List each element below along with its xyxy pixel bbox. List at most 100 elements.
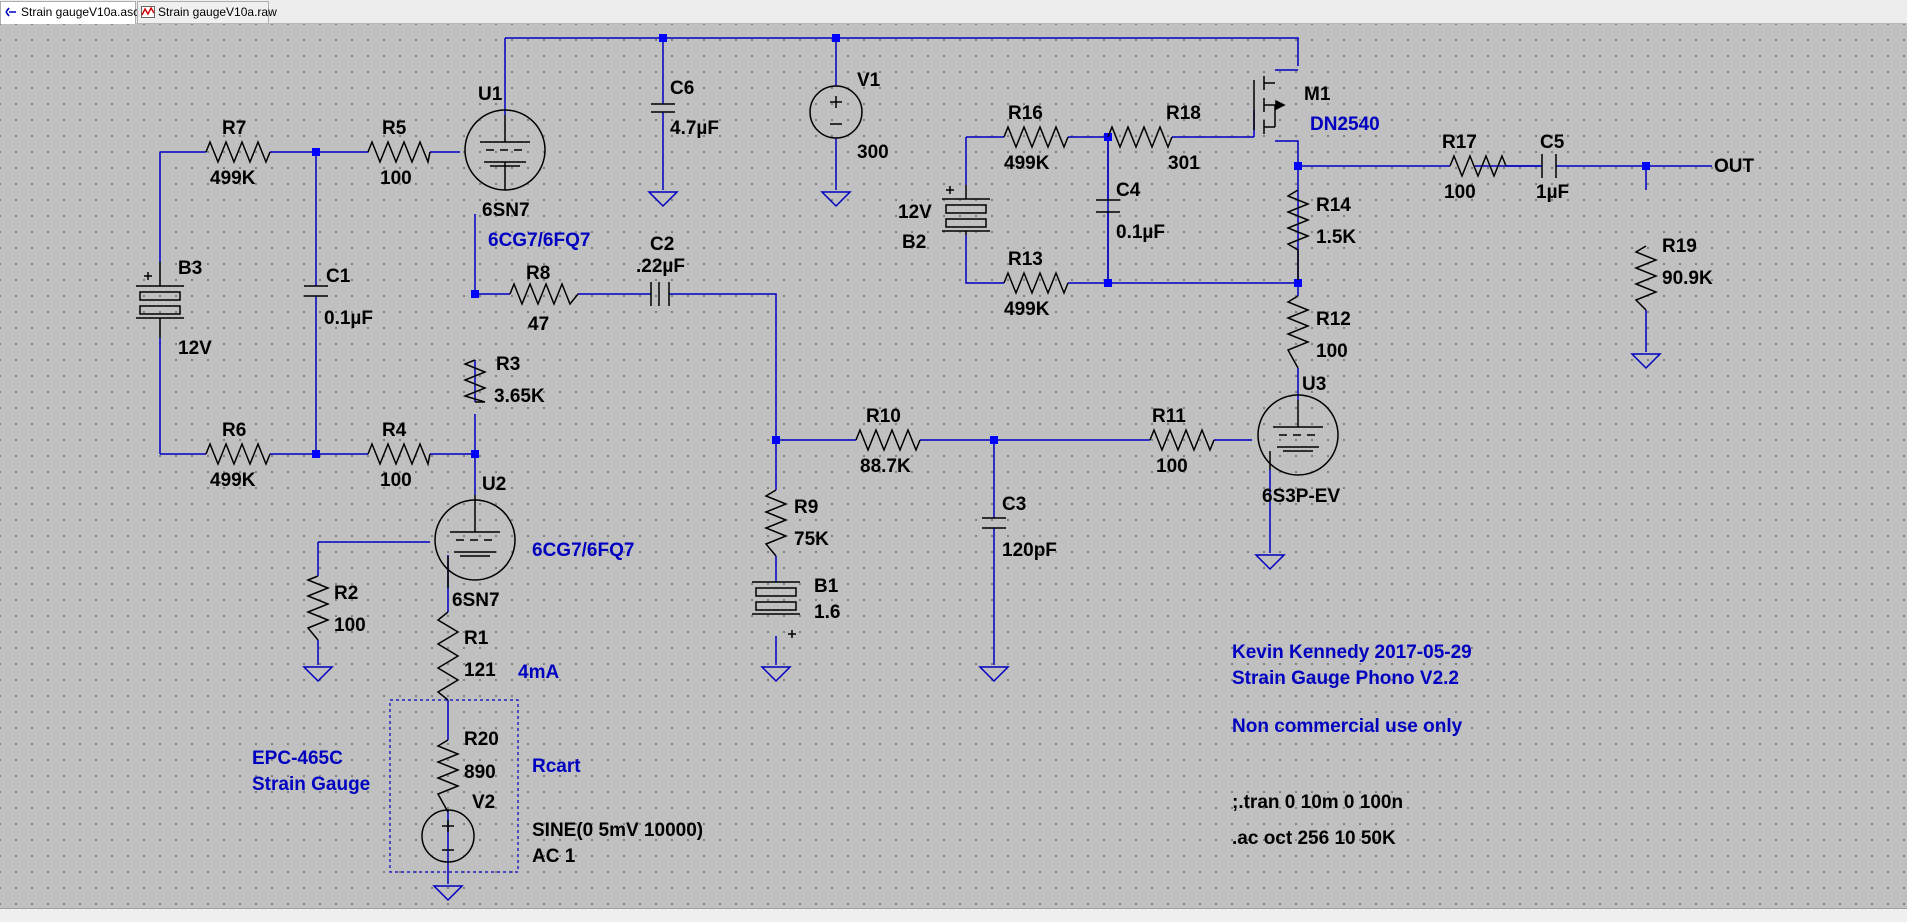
resistor-r5-symbol[interactable] <box>367 139 431 165</box>
r19-name: R19 <box>1662 236 1697 257</box>
r8-value: 47 <box>528 314 549 335</box>
tab-schematic[interactable]: Strain gaugeV10a.asc <box>0 1 140 24</box>
resistor-r10-symbol[interactable] <box>855 427 921 453</box>
r3-name: R3 <box>496 354 520 375</box>
r6-value: 499K <box>210 470 256 491</box>
r2-name: R2 <box>334 583 358 604</box>
v2-name: V2 <box>472 792 495 813</box>
u1-value: 6SN7 <box>482 200 530 221</box>
v1-name: V1 <box>857 70 881 91</box>
resistor-r11-symbol[interactable] <box>1149 427 1215 453</box>
battery-b1-symbol[interactable] <box>752 581 800 638</box>
out-net-label: OUT <box>1714 156 1755 177</box>
r6-name: R6 <box>222 420 246 441</box>
r14-value: 1.5K <box>1316 227 1356 248</box>
document-tab-bar: Strain gaugeV10a.asc Strain gaugeV10a.ra… <box>0 0 1907 24</box>
tube-u2-symbol[interactable] <box>434 495 516 588</box>
resistor-r8-symbol[interactable] <box>509 281 579 307</box>
r9-value: 75K <box>794 529 829 550</box>
r13-name: R13 <box>1008 249 1043 270</box>
r2-value: 100 <box>334 615 366 636</box>
r20-value: 890 <box>464 762 496 783</box>
r12-name: R12 <box>1316 309 1351 330</box>
capacitor-c4-symbol[interactable] <box>1096 199 1120 213</box>
u3-name: U3 <box>1302 374 1326 395</box>
capacitor-c3-symbol[interactable] <box>982 517 1006 529</box>
capacitors[interactable] <box>304 103 1557 529</box>
b2-value: 12V <box>898 202 932 223</box>
b3-value: 12V <box>178 338 212 359</box>
batteries[interactable] <box>136 185 990 638</box>
capacitor-c6-symbol[interactable] <box>651 103 675 113</box>
cartridge-box <box>389 699 519 873</box>
ac-directive: .ac oct 256 10 50K <box>1232 828 1396 849</box>
tab-waveform[interactable]: Strain gaugeV10a.raw <box>137 1 277 23</box>
resistor-r19-symbol[interactable] <box>1633 245 1659 311</box>
r13-value: 499K <box>1004 299 1050 320</box>
capacitor-c2-symbol[interactable] <box>650 282 670 306</box>
resistor-r7-symbol[interactable] <box>205 139 271 165</box>
resistor-r16-symbol[interactable] <box>1003 124 1069 150</box>
ground-symbols <box>303 191 1661 901</box>
resistor-r1-symbol[interactable] <box>436 611 460 701</box>
c5-name: C5 <box>1540 132 1565 153</box>
source-v1-symbol[interactable] <box>809 85 863 139</box>
capacitor-c1-symbol[interactable] <box>304 285 328 297</box>
r16-name: R16 <box>1008 103 1043 124</box>
battery-b3-symbol[interactable] <box>136 262 184 338</box>
schematic-canvas[interactable]: R7 499K R5 100 R6 499K R4 100 R8 47 R3 3… <box>0 24 1907 909</box>
resistors[interactable] <box>205 124 1659 813</box>
r18-name: R18 <box>1166 103 1201 124</box>
tubes[interactable] <box>434 109 1339 588</box>
c3-value: 120pF <box>1002 540 1057 561</box>
c4-name: C4 <box>1116 180 1141 201</box>
resistor-r3-symbol[interactable] <box>462 359 488 403</box>
c2-name: C2 <box>650 234 674 255</box>
r12-value: 100 <box>1316 341 1348 362</box>
r5-value: 100 <box>380 168 412 189</box>
current-comment: 4mA <box>518 662 559 683</box>
u2-name: U2 <box>482 474 506 495</box>
r1-name: R1 <box>464 628 489 649</box>
horizontal-scrollbar[interactable] <box>0 909 1907 922</box>
resistor-r6-symbol[interactable] <box>205 441 271 467</box>
c1-name: C1 <box>326 266 351 287</box>
resistor-r14-symbol[interactable] <box>1285 189 1311 280</box>
resistor-r2-symbol[interactable] <box>305 575 331 641</box>
tube-u3-symbol[interactable] <box>1257 394 1339 476</box>
m1-model-label: DN2540 <box>1310 114 1380 135</box>
v2-value: SINE(0 5mV 10000) <box>532 820 703 841</box>
c2-value: .22µF <box>636 256 685 277</box>
mosfet-m1-symbol[interactable] <box>1253 76 1286 134</box>
resistor-r20-symbol[interactable] <box>435 739 461 813</box>
r7-value: 499K <box>210 168 256 189</box>
r9-name: R9 <box>794 497 818 518</box>
u3-value: 6S3P-EV <box>1262 486 1340 507</box>
resistor-r18-symbol[interactable] <box>1107 124 1173 150</box>
resistor-r13-symbol[interactable] <box>1003 270 1069 296</box>
resistor-r17-symbol[interactable] <box>1449 153 1507 179</box>
r11-name: R11 <box>1152 406 1186 427</box>
component-labels: R7 499K R5 100 R6 499K R4 100 R8 47 R3 3… <box>178 70 1755 867</box>
resistor-r12-symbol[interactable] <box>1285 295 1311 369</box>
c1-value: 0.1µF <box>324 308 373 329</box>
b1-value: 1.6 <box>814 602 840 623</box>
r8-name: R8 <box>526 263 550 284</box>
resistor-r4-symbol[interactable] <box>367 441 431 467</box>
voltage-sources[interactable] <box>421 85 863 863</box>
battery-b2-symbol[interactable] <box>942 185 990 235</box>
capacitor-c5-symbol[interactable] <box>1541 154 1557 178</box>
r4-value: 100 <box>380 470 412 491</box>
c6-name: C6 <box>670 78 694 99</box>
r10-value: 88.7K <box>860 456 911 477</box>
r4-name: R4 <box>382 420 407 441</box>
tube-u1-symbol[interactable] <box>464 109 546 191</box>
tab-label: Strain gaugeV10a.asc <box>21 5 140 19</box>
r19-value: 90.9K <box>1662 268 1713 289</box>
resistor-r9-symbol[interactable] <box>763 489 789 557</box>
u2-value: 6SN7 <box>452 590 500 611</box>
u1-name: U1 <box>478 84 503 105</box>
b3-name: B3 <box>178 258 202 279</box>
schematic-icon <box>5 7 16 17</box>
tab-label: Strain gaugeV10a.raw <box>158 5 277 19</box>
